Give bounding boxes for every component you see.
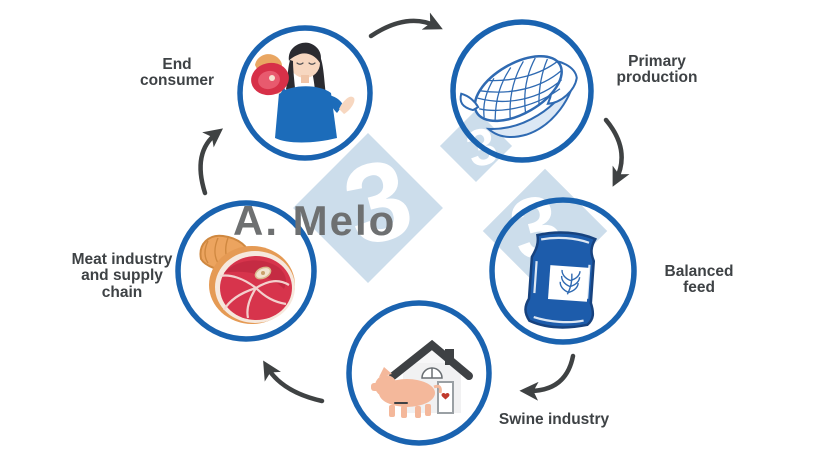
swine-industry-label: Swine industry [498,411,610,428]
arrow-end-consumer-to-primary-production [368,12,443,39]
woman-eating-ham-icon [251,42,355,143]
end-consumer-circle [237,25,373,161]
corn-cob-icon [459,54,578,139]
arrow-meat-industry-to-end-consumer [198,128,224,196]
primary-production-circle [450,19,594,163]
balanced-feed-label: Balanced feed [664,263,734,297]
watermark-diamond-large [293,133,443,283]
meat-industry-label: Meat industry and supply chain [71,251,173,301]
arrow-swine-industry-to-meat-industry [263,360,325,404]
node-circle-borders [175,19,637,446]
balanced-feed-circle [489,197,637,345]
pig-and-barn-icon [371,339,473,418]
meat-industry-circle [175,200,317,342]
arrow-primary-production-to-balanced-feed [603,117,630,187]
ham-cut-icon [199,234,295,324]
swine-industry-circle [346,300,492,446]
arrow-balanced-feed-to-swine-industry [519,353,576,401]
feed-bag-icon [524,231,598,329]
author-watermark: A. Melo [233,197,397,244]
end-consumer-label: End consumer [139,56,215,90]
primary-production-label: Primary production [616,53,698,87]
cycle-arrows [198,12,630,404]
